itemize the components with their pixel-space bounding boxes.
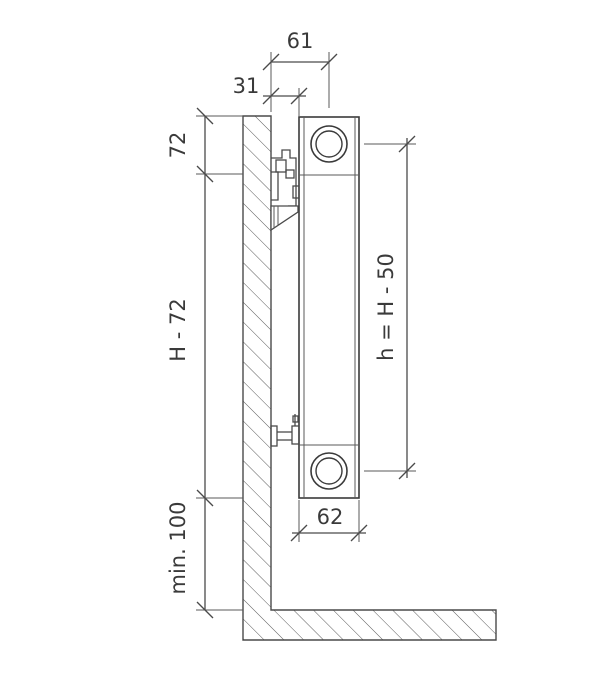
label-connection-height: h = H - 50 [374,253,398,361]
lower-connection-icon [310,452,348,490]
label-floor-clearance: min. 100 [166,501,190,594]
dimension-connection-height [364,135,416,480]
lower-bracket-icon [270,414,300,447]
label-bottom-depth: 62 [317,505,344,529]
label-wall-gap: 31 [233,74,260,98]
upper-connection-icon [310,125,348,163]
dimension-top-depth: 61 [262,29,338,112]
upper-bracket-icon [270,149,300,232]
dimension-bottom-depth: 62 [290,500,368,542]
wall-section [242,115,497,641]
label-bracket-span: H - 72 [166,298,190,361]
radiator-body [298,116,360,499]
dimension-left-chain [196,107,243,619]
dimension-wall-gap: 31 [233,74,308,116]
label-top-depth: 61 [287,29,314,53]
label-top-offset: 72 [166,132,190,159]
